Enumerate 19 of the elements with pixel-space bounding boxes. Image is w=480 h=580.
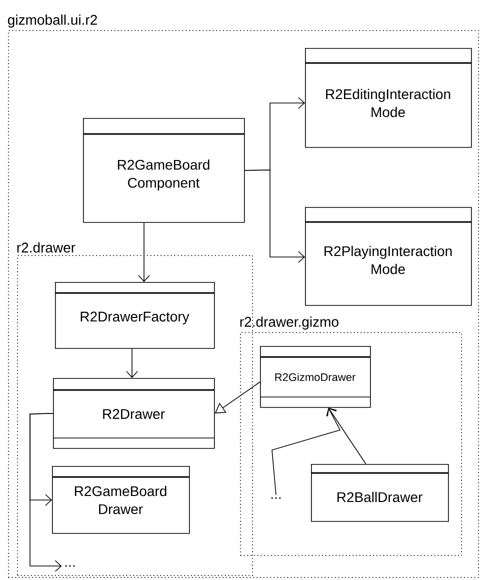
ellipsis-text: ...	[65, 565, 75, 567]
class-box: R2Drawer	[52, 378, 215, 449]
ellipsis-text: ...	[271, 497, 281, 499]
class-box: R2GizmoDrawer	[260, 346, 371, 408]
node-label: gizmoball.ui.r2	[8, 14, 97, 28]
class-box: R2DrawerFactory	[55, 282, 215, 349]
node-label: r2.drawer.gizmo	[240, 316, 338, 330]
arrow	[30, 413, 62, 572]
class-box: R2EditingInteraction Mode	[305, 48, 472, 148]
arrow	[272, 408, 341, 496]
arrow	[138, 222, 150, 282]
arrow	[126, 348, 138, 378]
class-box: R2GameBoard Component	[83, 118, 245, 223]
node-label: r2.drawer	[17, 242, 76, 253]
arrow	[244, 170, 305, 263]
class-box: R2BallDrawer	[311, 464, 449, 522]
class-box: R2PlayingInteraction Mode	[305, 207, 472, 306]
arrow	[327, 408, 366, 464]
class-box: R2GameBoard Drawer	[52, 466, 190, 534]
